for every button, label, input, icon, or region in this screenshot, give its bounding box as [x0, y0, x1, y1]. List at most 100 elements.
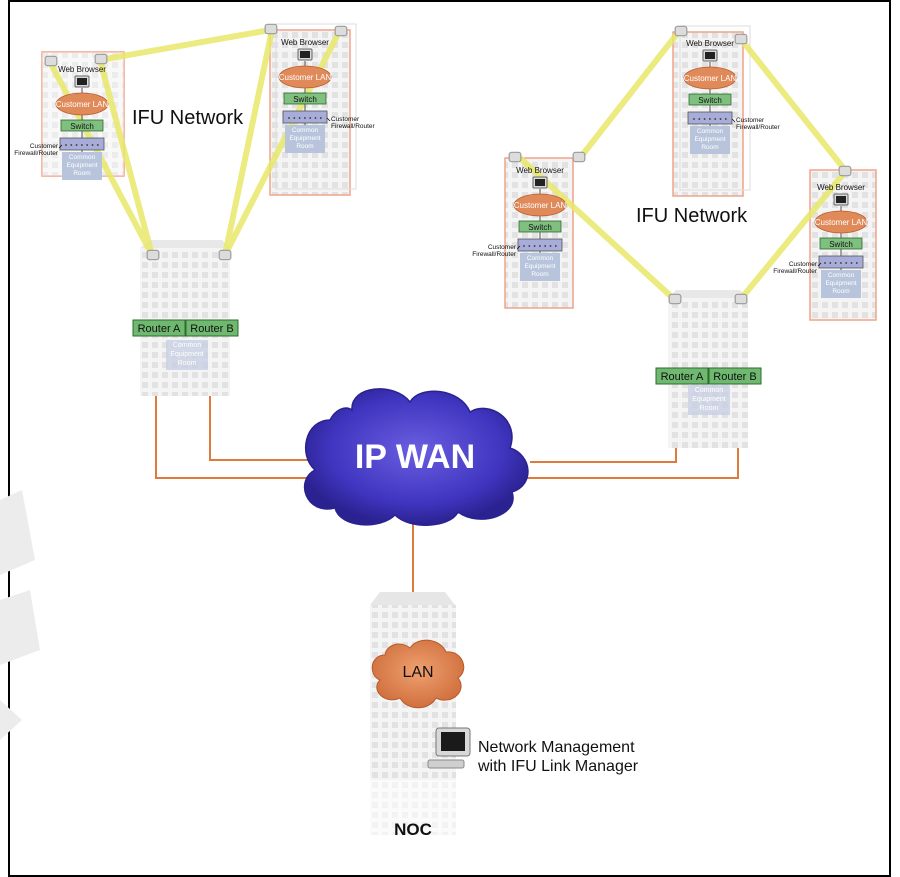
equipment-room [62, 152, 102, 180]
switch-label: Switch [698, 96, 722, 105]
web-browser-label: Web Browser [516, 166, 564, 175]
noc-lan-cloud: LAN [371, 639, 465, 709]
customer-lan-cloud [814, 210, 868, 234]
switch-box [283, 92, 327, 105]
firewall-router [282, 110, 328, 124]
customer-lan-label: Customer LAN [56, 100, 109, 109]
web-browser-label: Web Browser [58, 65, 106, 74]
router-b-right [708, 367, 762, 385]
web-browser-label: Web Browser [281, 38, 329, 47]
page-frame [8, 0, 891, 877]
equipment-room-label: Equipment [825, 280, 856, 287]
svg-text:Common: Common [695, 387, 724, 394]
switch-box [688, 93, 732, 106]
left-building-router [140, 240, 230, 396]
router-a-left-label: Router A [138, 323, 181, 335]
equipment-room [285, 125, 325, 153]
svg-text:Equipment: Equipment [170, 351, 204, 358]
firewall-caption: Customer [736, 117, 765, 124]
link-left-b1-b2 [97, 27, 273, 63]
equipment-room-label: Common [697, 128, 724, 135]
router-b-left [185, 319, 239, 337]
firewall-caption: Customer [331, 116, 360, 123]
equipment-room-label: Equipment [289, 135, 320, 142]
equipment-room-label: Equipment [66, 162, 97, 169]
firewall-router [687, 111, 733, 125]
switch-box [819, 237, 863, 250]
equipment-room-label: Common [828, 272, 855, 279]
switch-label: Switch [528, 223, 552, 232]
firewall-caption: Firewall/Router [736, 124, 781, 131]
ifu-network-title-right: IFU Network [636, 205, 748, 227]
firewall-caption: Firewall/Router [472, 251, 517, 258]
left-building-2 [269, 23, 357, 196]
left-routers: Router A Router B Common Equipment Room [132, 319, 239, 370]
link-right-b3-router [737, 169, 848, 303]
firewall-router [59, 137, 105, 151]
ip-wan-label: IP WAN [355, 438, 475, 476]
router-a-right [655, 367, 709, 385]
equipment-room [520, 253, 560, 281]
equipment-room-label: Common [527, 255, 554, 262]
noc-lan-label: LAN [402, 664, 433, 681]
customer-lan-label: Customer LAN [514, 201, 567, 210]
firewall-caption: Firewall/Router [773, 268, 818, 275]
firewall-caption: Customer [488, 244, 517, 251]
decor-shape-1 [0, 490, 35, 575]
firewall-router [818, 255, 864, 269]
equipment-room-label: Equipment [694, 136, 725, 143]
customer-lan-cloud [513, 193, 567, 217]
equipment-room-label: Room [531, 271, 548, 278]
link-right-b1-b2 [577, 27, 683, 161]
link-right-b2-b3 [737, 35, 848, 173]
equipment-room-label: Room [73, 170, 90, 177]
svg-text:Room: Room [700, 405, 719, 412]
switch-box [60, 119, 104, 132]
equipment-room [821, 270, 861, 298]
equipment-room-label: Room [701, 144, 718, 151]
switch-box [518, 220, 562, 233]
workstation-icon [427, 727, 471, 769]
right-routers: Router A Router B Common Equipment Room [655, 367, 762, 415]
svg-text:Room: Room [178, 360, 197, 367]
firewall-caption: Customer [789, 261, 818, 268]
customer-lan-label: Customer LAN [815, 218, 868, 227]
equipment-room-label: Equipment [524, 263, 555, 270]
firewall-caption: Firewall/Router [331, 123, 376, 130]
noc-label: NOC [394, 820, 432, 839]
switch-label: Switch [293, 95, 317, 104]
wire-router-a-right [530, 380, 677, 463]
link-left-b2-router [222, 27, 275, 258]
switch-label: Switch [70, 122, 94, 131]
svg-text:Equipment: Equipment [692, 396, 726, 403]
router-a-right-label: Router A [661, 371, 704, 383]
firewall-router [517, 238, 563, 252]
ip-wan-cloud: IP WAN [304, 388, 529, 526]
equipment-room-label: Common [292, 127, 319, 134]
router-b-left-label: Router B [190, 323, 233, 335]
equipment-room [690, 126, 730, 154]
decor-shape-3 [0, 700, 22, 740]
customer-lan-label: Customer LAN [279, 73, 332, 82]
router-b-right-label: Router B [713, 371, 756, 383]
ifu-network-title-left: IFU Network [132, 107, 244, 129]
switch-label: Switch [829, 240, 853, 249]
link-left-b1-router-2 [97, 57, 155, 258]
equipment-room-label: Common [69, 154, 96, 161]
firewall-caption: Customer [30, 143, 59, 150]
network-management-label: Network Management [478, 739, 635, 756]
ifu-link-manager-label: with IFU Link Manager [477, 758, 639, 775]
firewall-caption: Firewall/Router [14, 150, 59, 157]
link-left-b2-router-2 [222, 27, 343, 258]
equipment-room-label: Room [296, 143, 313, 150]
svg-text:Common: Common [173, 342, 202, 349]
router-a-left [132, 319, 186, 337]
equipment-room-label: Room [832, 288, 849, 295]
customer-lan-cloud [278, 65, 332, 89]
